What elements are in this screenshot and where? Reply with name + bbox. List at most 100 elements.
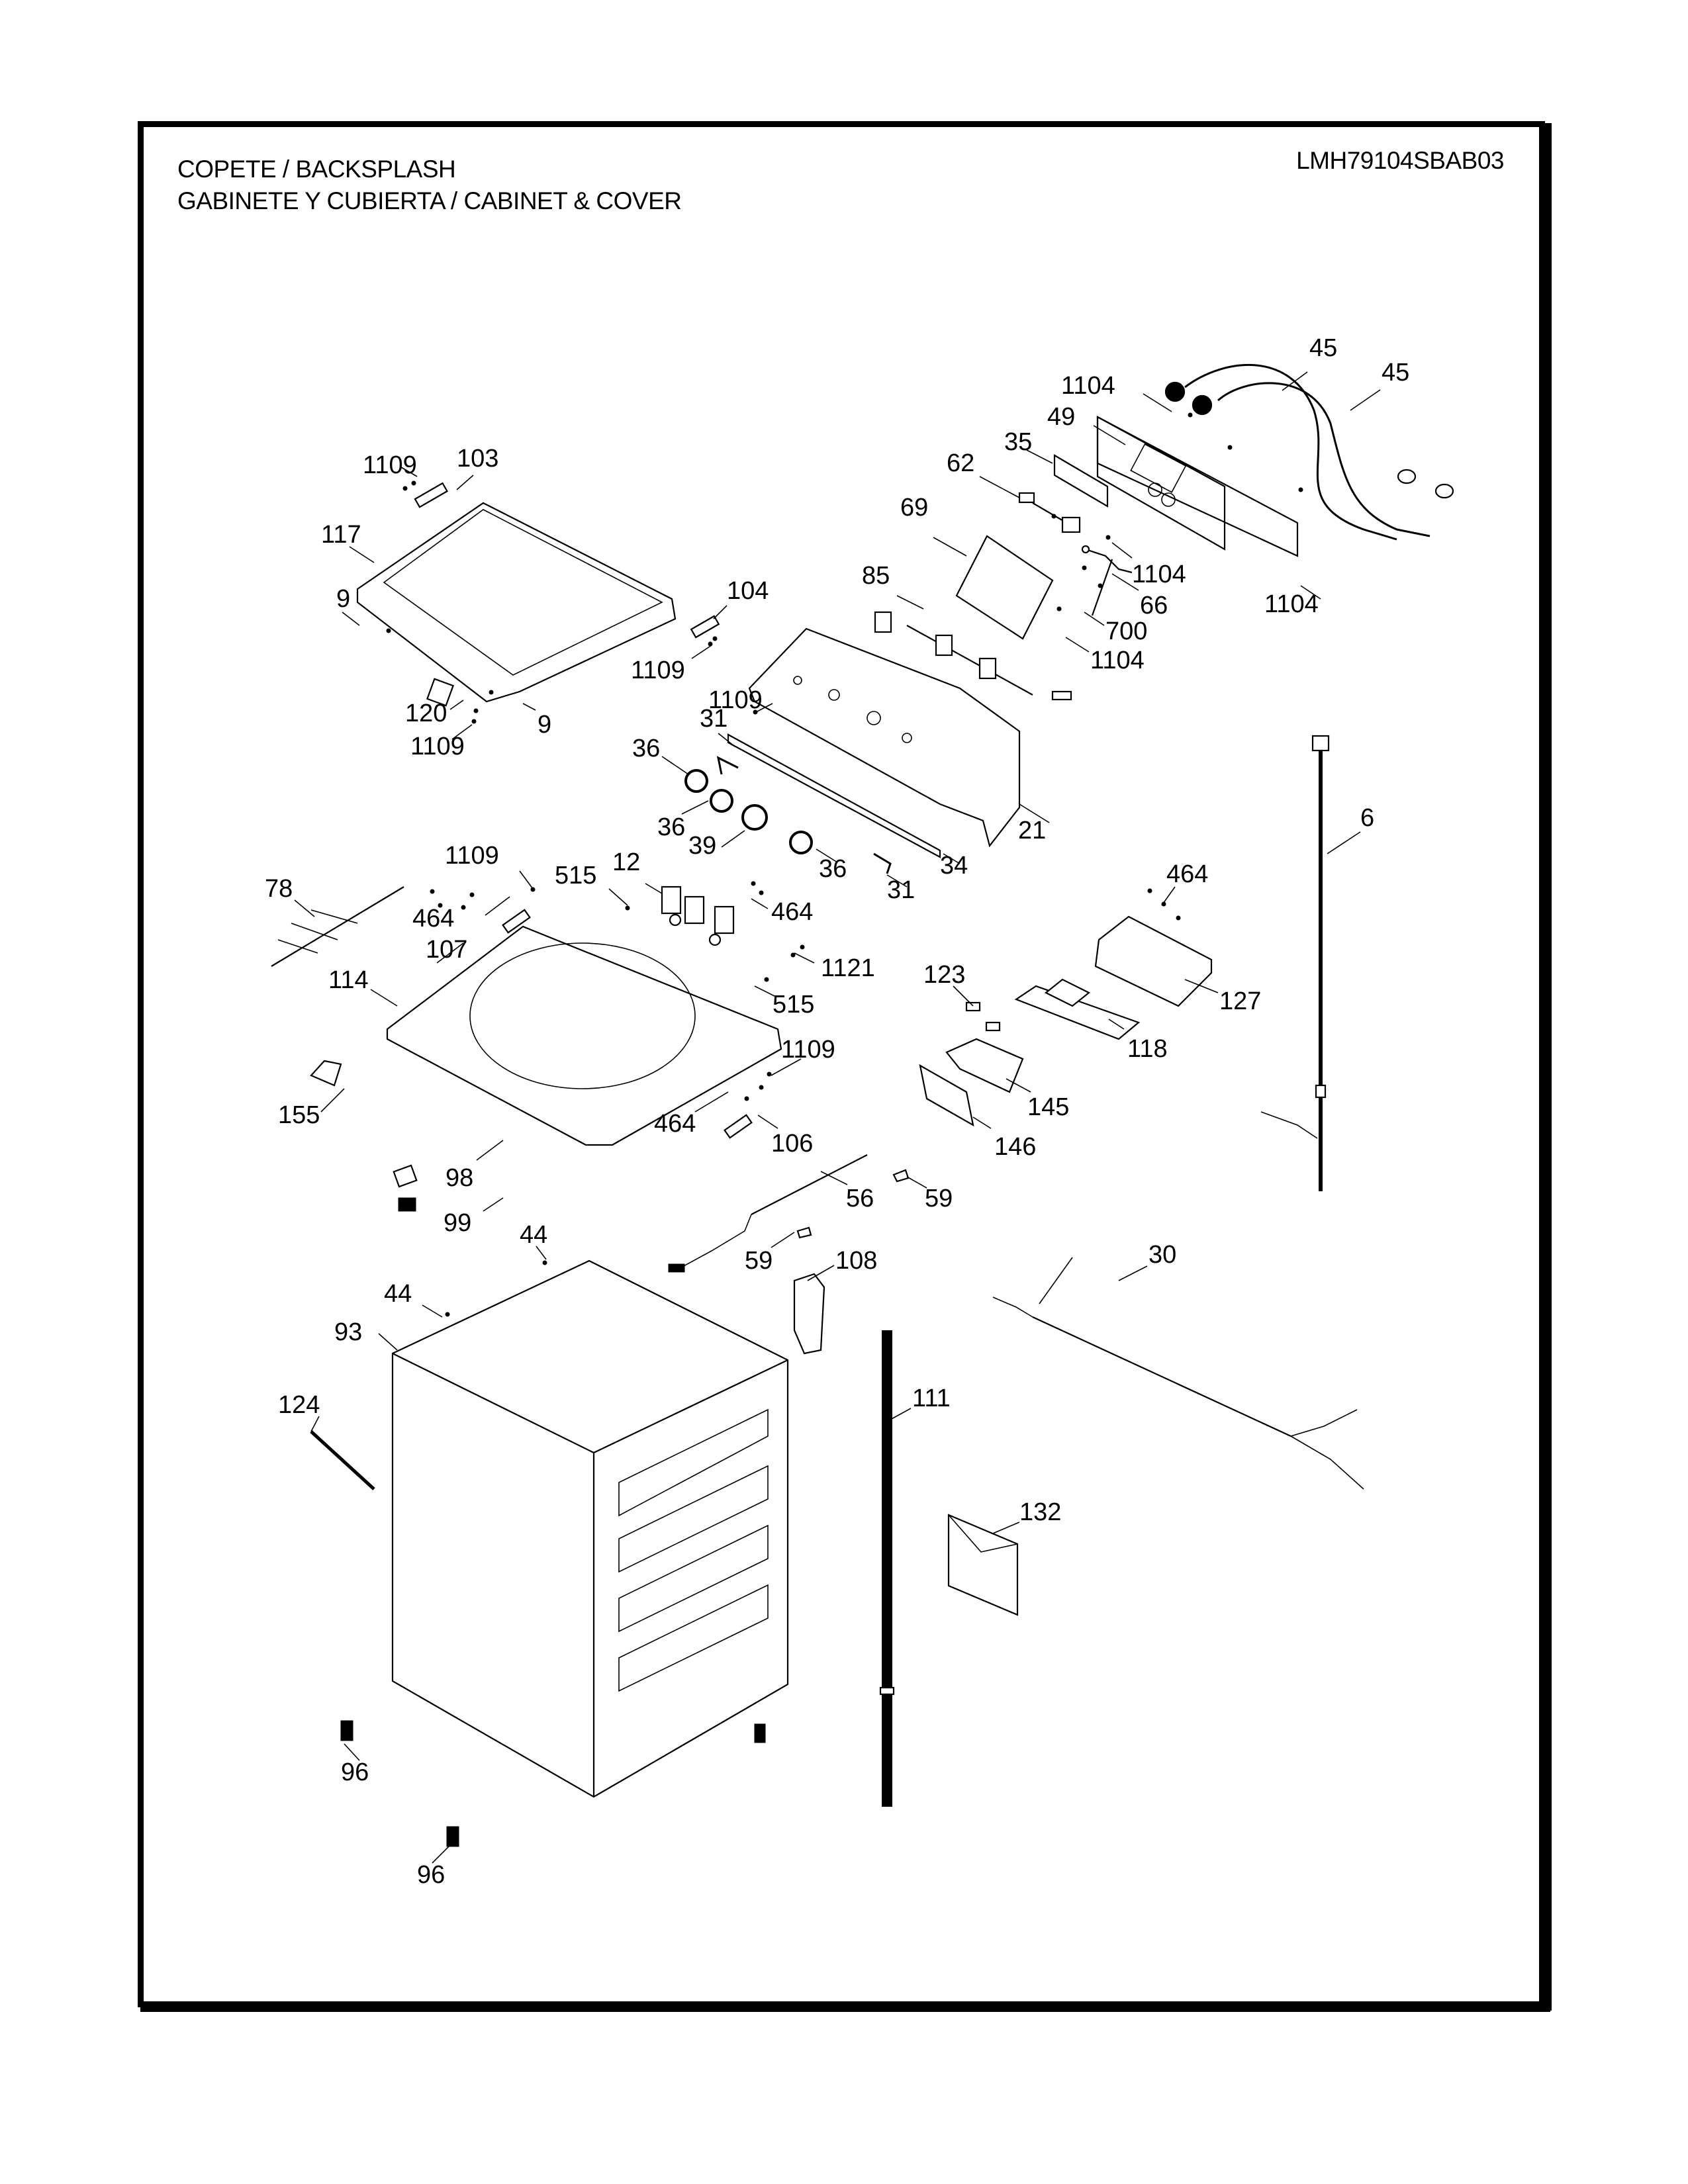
callout-127[interactable]: 127 — [1219, 987, 1261, 1015]
bracket-106-drawing[interactable] — [724, 1114, 753, 1139]
lid-switch-drawing[interactable] — [398, 1197, 416, 1212]
main-harness-drawing[interactable] — [992, 1257, 1364, 1490]
callout-104[interactable]: 104 — [727, 577, 769, 605]
knob-drawings[interactable] — [684, 769, 813, 854]
callout-34[interactable]: 34 — [940, 852, 968, 880]
callout-1109[interactable]: 1109 — [708, 686, 763, 714]
callout-78[interactable]: 78 — [265, 875, 293, 903]
callout-1104[interactable]: 1104 — [1132, 561, 1186, 588]
siphon-cap-drawing-2[interactable] — [985, 1021, 1001, 1032]
callout-93[interactable]: 93 — [334, 1318, 362, 1346]
backsplash-drawing[interactable] — [748, 627, 1021, 848]
callout-124[interactable]: 124 — [278, 1391, 320, 1419]
switch-cover-drawing[interactable] — [393, 1164, 418, 1188]
callout-96[interactable]: 96 — [341, 1758, 369, 1786]
callout-36[interactable]: 36 — [657, 813, 685, 841]
callout-464[interactable]: 464 — [771, 898, 813, 926]
inlet-hose-drawing[interactable] — [1164, 363, 1454, 541]
callout-1109[interactable]: 1109 — [363, 451, 417, 479]
callout-9[interactable]: 9 — [336, 585, 350, 613]
callout-85[interactable]: 85 — [862, 562, 890, 590]
drawer-panel-drawing[interactable] — [919, 1064, 974, 1127]
brace-drawing[interactable] — [310, 1430, 375, 1490]
callout-1109[interactable]: 1109 — [631, 657, 685, 684]
end-cap-31a-drawing[interactable] — [716, 756, 739, 775]
filter-strip-drawing[interactable] — [1053, 454, 1109, 508]
leveling-leg-drawings[interactable] — [340, 1720, 766, 1847]
callout-31[interactable]: 31 — [887, 876, 915, 904]
callout-45[interactable]: 45 — [1382, 359, 1409, 387]
callout-99[interactable]: 99 — [444, 1209, 471, 1237]
clip-59a-drawing[interactable] — [892, 1169, 910, 1183]
cabinet-drawing[interactable] — [391, 1259, 789, 1798]
callout-49[interactable]: 49 — [1047, 403, 1075, 431]
callout-155[interactable]: 155 — [278, 1101, 320, 1129]
callout-30[interactable]: 30 — [1149, 1241, 1176, 1269]
power-cord-drawing[interactable] — [1260, 735, 1330, 1191]
callout-1104[interactable]: 1104 — [1264, 590, 1319, 618]
callout-464[interactable]: 464 — [412, 905, 454, 933]
callout-111[interactable]: 111 — [912, 1385, 951, 1412]
callout-98[interactable]: 98 — [445, 1164, 473, 1192]
callout-21[interactable]: 21 — [1018, 817, 1046, 844]
callout-106[interactable]: 106 — [771, 1130, 813, 1158]
callout-1109[interactable]: 1109 — [445, 842, 499, 870]
callout-108[interactable]: 108 — [835, 1247, 877, 1275]
callout-69[interactable]: 69 — [900, 494, 928, 522]
drain-hose-drawing[interactable] — [879, 1330, 895, 1807]
callout-515[interactable]: 515 — [555, 862, 596, 889]
callout-59[interactable]: 59 — [745, 1247, 773, 1275]
switch-assembly-drawing[interactable] — [1018, 492, 1081, 533]
callout-59[interactable]: 59 — [925, 1185, 953, 1212]
callout-56[interactable]: 56 — [846, 1185, 874, 1212]
callout-1104[interactable]: 1104 — [1061, 372, 1115, 400]
callout-107[interactable]: 107 — [426, 936, 467, 964]
callout-44[interactable]: 44 — [384, 1280, 412, 1308]
hinge-103-drawing[interactable] — [414, 482, 449, 508]
rear-panel-drawing[interactable] — [1096, 416, 1299, 557]
dispenser-insert-drawing[interactable] — [1014, 985, 1141, 1040]
callout-9[interactable]: 9 — [538, 711, 551, 739]
callout-117[interactable]: 117 — [321, 521, 361, 549]
dispenser-housing-drawing[interactable] — [1094, 915, 1213, 1007]
callout-12[interactable]: 12 — [612, 848, 640, 876]
clip-59b-drawing[interactable] — [796, 1226, 812, 1239]
end-cap-31b-drawing[interactable] — [873, 852, 892, 874]
wire-harness-66-drawing[interactable] — [1081, 545, 1133, 616]
callout-36[interactable]: 36 — [819, 855, 847, 883]
dispenser-drawer-drawing[interactable] — [945, 1038, 1024, 1093]
harness-78-drawing[interactable] — [271, 886, 404, 967]
callout-31[interactable]: 31 — [700, 705, 727, 733]
hinge-104-drawing[interactable] — [690, 615, 720, 639]
callout-120[interactable]: 120 — [405, 700, 447, 727]
callout-66[interactable]: 66 — [1140, 592, 1168, 619]
callout-146[interactable]: 146 — [994, 1133, 1036, 1161]
top-cover-drawing[interactable] — [386, 925, 782, 1146]
lid-switch-harness-drawing[interactable] — [668, 1154, 868, 1273]
lid-drawing[interactable] — [356, 502, 677, 703]
callout-62[interactable]: 62 — [947, 449, 974, 477]
callout-464[interactable]: 464 — [654, 1110, 696, 1138]
trim-strip-drawing[interactable] — [727, 733, 941, 858]
water-valve-drawing[interactable] — [661, 886, 735, 946]
callout-114[interactable]: 114 — [328, 966, 369, 994]
callout-96[interactable]: 96 — [417, 1861, 445, 1889]
callout-36[interactable]: 36 — [632, 735, 660, 762]
callout-118[interactable]: 118 — [1127, 1035, 1168, 1063]
callout-6[interactable]: 6 — [1360, 804, 1374, 832]
callout-1109[interactable]: 1109 — [410, 733, 465, 760]
callout-1121[interactable]: 1121 — [821, 954, 875, 982]
handle-drawing[interactable] — [310, 1060, 342, 1087]
air-trap-drawing[interactable] — [793, 1273, 825, 1355]
dispenser-insert-drawing-2[interactable] — [1044, 978, 1091, 1007]
bracket-107-drawing[interactable] — [502, 909, 531, 934]
callout-515[interactable]: 515 — [773, 991, 814, 1019]
callout-35[interactable]: 35 — [1004, 428, 1032, 456]
callout-44[interactable]: 44 — [520, 1221, 547, 1249]
callout-1104[interactable]: 1104 — [1090, 647, 1145, 674]
siphon-cap-drawing[interactable] — [965, 1001, 981, 1012]
callout-39[interactable]: 39 — [688, 832, 716, 860]
callout-103[interactable]: 103 — [457, 445, 498, 473]
callout-132[interactable]: 132 — [1019, 1498, 1061, 1526]
callout-700[interactable]: 700 — [1105, 617, 1147, 645]
